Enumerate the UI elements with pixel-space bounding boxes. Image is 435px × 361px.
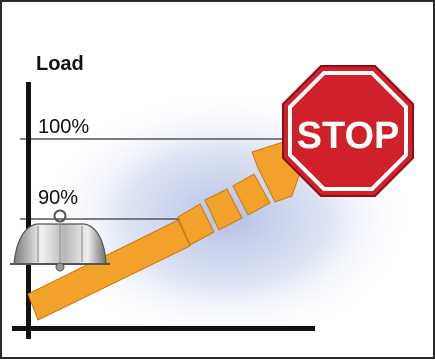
stop-sign-text: STOP <box>297 115 400 157</box>
x-axis <box>12 326 315 331</box>
diagram-title: Load <box>36 54 84 74</box>
level-label-100: 100% <box>38 117 89 137</box>
level-label-90: 90% <box>38 188 78 208</box>
